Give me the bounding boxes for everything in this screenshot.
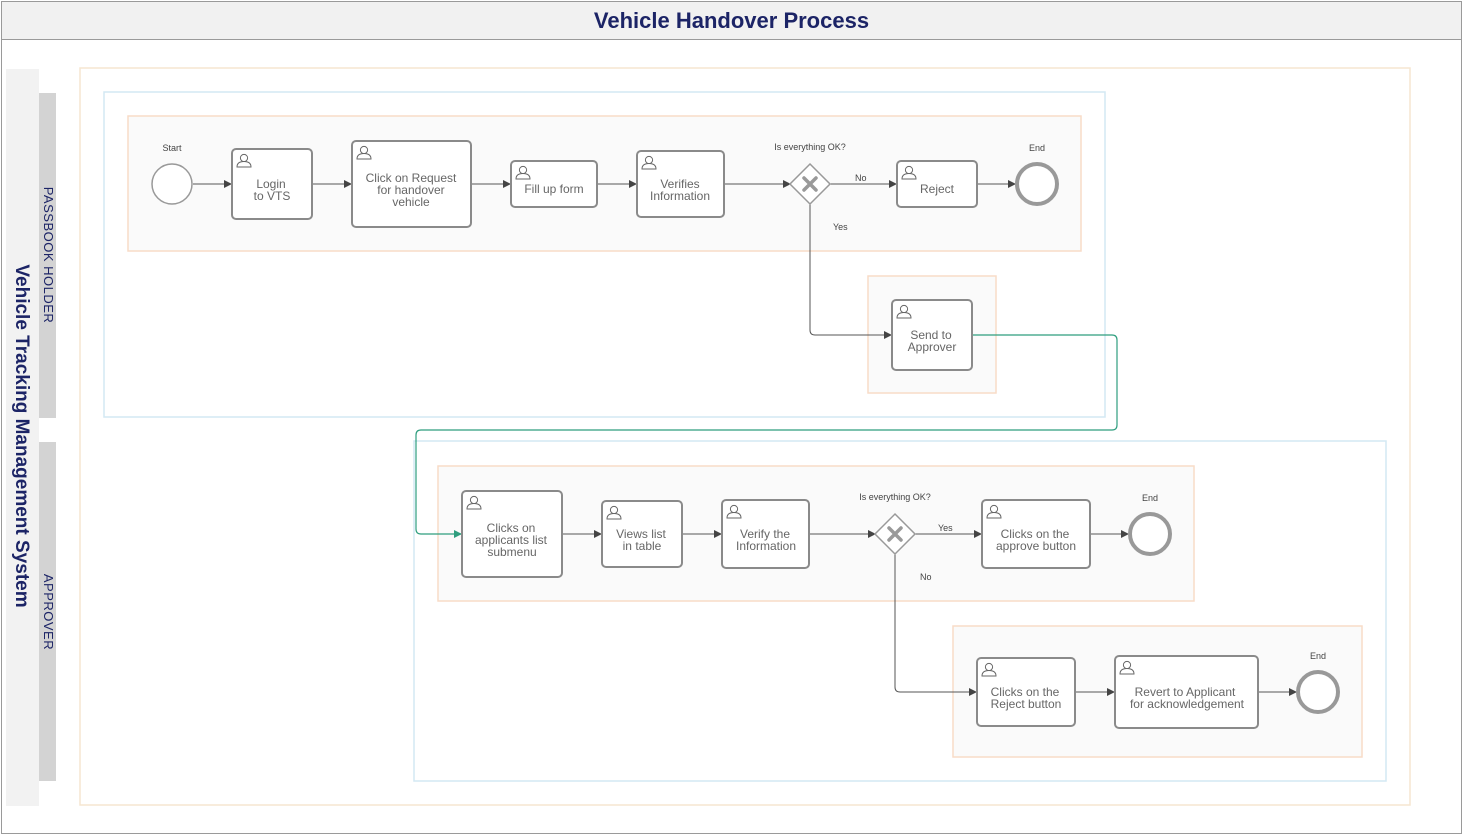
task-verify-line2: Information (736, 539, 796, 553)
task-verifies-line2: Information (650, 189, 710, 203)
task-approve-line1: Clicks on the (1001, 527, 1070, 541)
task-login-line1: Login (256, 177, 285, 191)
task-request-line1: Click on Request (366, 171, 457, 185)
flow-gateway-reject-btn (894, 554, 977, 696)
task-views-line1: Views list (616, 527, 666, 541)
flow-label-g2-no: No (920, 572, 932, 582)
lane-container-passbook-holder (103, 91, 1106, 418)
gateway-check-2 (873, 512, 917, 556)
end-event-approve-label: End (1142, 493, 1158, 503)
task-reject[interactable]: Reject (896, 160, 978, 208)
task-verify-line1: Verify the (740, 527, 790, 541)
start-event-label: Start (162, 143, 182, 153)
task-verifies-line1: Verifies (660, 177, 699, 191)
gateway-check-1-label: Is everything OK? (774, 142, 846, 152)
task-views-line2: in table (623, 539, 662, 553)
task-reject-line1: Reject (920, 182, 955, 196)
page-title: Vehicle Handover Process (593, 7, 870, 33)
end-event-revert (1296, 670, 1340, 714)
task-approve-line2: approve button (996, 539, 1076, 553)
pool-label: Vehicle Tracking Management System (11, 264, 32, 607)
svg-text:Reject: Reject (920, 182, 955, 196)
end-event-reject-label: End (1029, 143, 1045, 153)
flow-label-g1-yes: Yes (833, 222, 848, 232)
end-event-reject (1015, 162, 1059, 206)
outer-container (79, 67, 1411, 806)
task-fill-form[interactable]: Fill up form (510, 160, 598, 208)
gateway-check-1 (788, 162, 832, 206)
pool-header (6, 69, 39, 806)
task-applicants-line1: Clicks on (487, 521, 536, 535)
lane-label-passbook-holder: PASSBOOK HOLDER (41, 187, 56, 324)
start-event (151, 163, 193, 205)
end-event-approve (1128, 512, 1172, 556)
task-login-line2: to VTS (254, 189, 291, 203)
task-request-line3: vehicle (392, 195, 430, 209)
lane-header-passbook-holder (39, 93, 56, 418)
flow-label-g2-yes: Yes (938, 523, 953, 533)
task-revert-line2: for acknowledgement (1130, 697, 1245, 711)
lane-container-approver (413, 440, 1387, 782)
svg-text:Fill up form: Fill up form (524, 182, 583, 196)
gateway-check-2-label: Is everything OK? (859, 492, 931, 502)
lane-header-approver (39, 442, 56, 781)
task-reject-btn-line2: Reject button (991, 697, 1062, 711)
lane-label-approver: APPROVER (41, 574, 56, 650)
task-revert-line1: Revert to Applicant (1135, 685, 1236, 699)
task-fill-form-line1: Fill up form (524, 182, 583, 196)
task-request-line2: for handover (377, 183, 444, 197)
task-reject-btn-line1: Clicks on the (991, 685, 1060, 699)
task-applicants-line2: applicants list (475, 533, 548, 547)
title-bar: Vehicle Handover Process (2, 2, 1461, 40)
flow-send-applicants (415, 334, 1118, 538)
flow-gateway-send (809, 204, 892, 339)
flow-label-g1-no: No (855, 173, 867, 183)
task-send-line1: Send to (910, 328, 952, 342)
task-send-line2: Approver (908, 340, 957, 354)
task-applicants-line3: submenu (487, 545, 536, 559)
end-event-revert-label: End (1310, 651, 1326, 661)
